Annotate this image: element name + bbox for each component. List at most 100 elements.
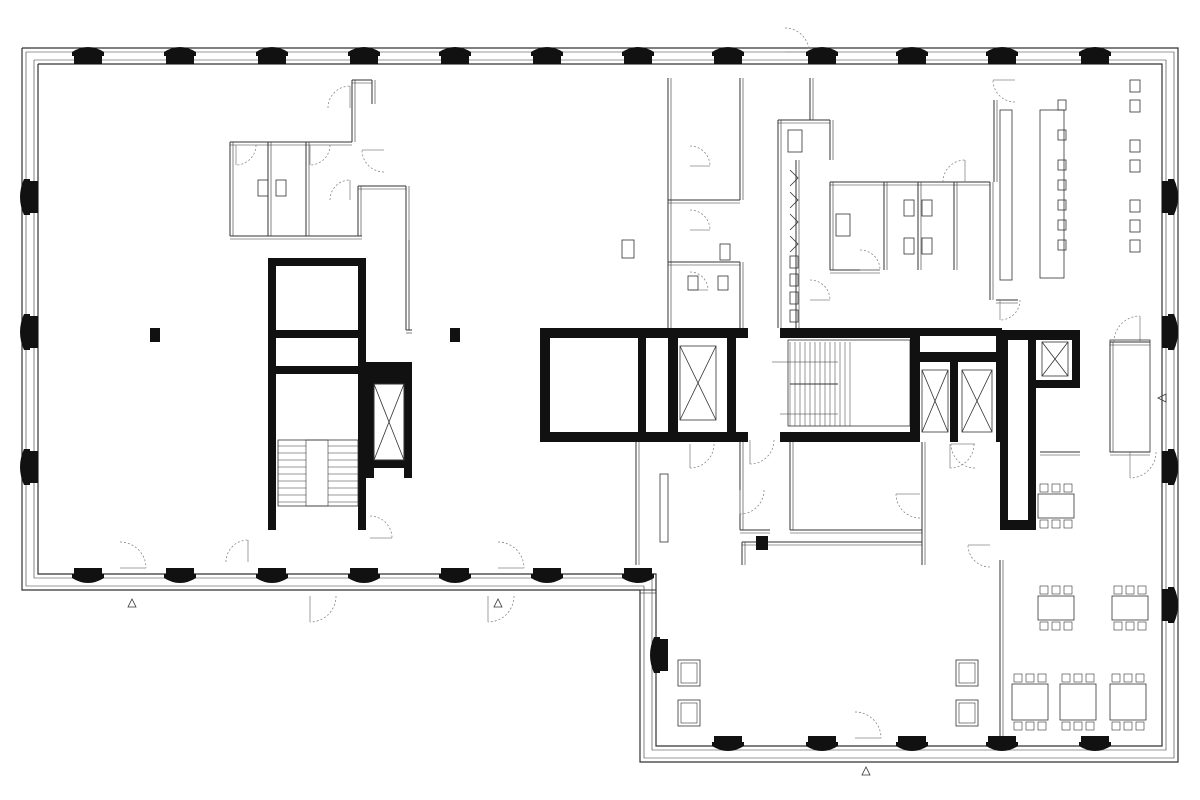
urinal-icon [789,213,799,231]
chair-icon [1061,721,1071,731]
armchair-icon [677,659,701,687]
door-swing-icon [859,249,881,271]
door-swing-icon [361,149,385,173]
pier-column-icon [624,54,652,64]
pier-column-icon [1162,181,1170,213]
pier-column-icon [660,639,668,671]
stair-icon [787,339,911,427]
door-swing-icon [119,541,147,569]
chair-icon [1039,519,1049,529]
core-wall [268,258,366,266]
chair-icon [1057,129,1067,141]
table-icon [1111,595,1149,621]
shaft-void [1008,340,1028,520]
chair-icon [1125,621,1135,631]
pier-column-icon [808,54,836,64]
door-swing-icon [895,493,921,519]
door-swing-icon [809,279,831,301]
core-wall [1030,380,1080,388]
pier-column-icon [30,316,38,348]
door-swing-icon [487,595,515,623]
pier-capital-icon [256,47,288,56]
wc-fixture-icon [275,179,287,197]
urinal-icon [789,191,799,209]
pier-column-icon [258,54,286,64]
door-swing-icon [235,144,257,166]
core-wall [1072,330,1080,388]
pier-column-icon [1162,316,1170,348]
pier-column-icon [258,568,286,578]
wc-fixture-icon [687,275,699,291]
triangle-entrance-icon [493,598,503,608]
pier-column-icon [898,54,926,64]
core-wall [268,330,366,338]
pier-column-icon [808,736,836,746]
pier-capital-icon [72,574,104,583]
table-icon [1109,683,1147,721]
wc-fixture-icon [921,237,933,255]
pier-column-icon [988,736,1016,746]
chair-icon [1039,585,1049,595]
chair-icon [1057,159,1067,171]
pier-capital-icon [164,574,196,583]
chair-icon [1057,239,1067,251]
counter [999,109,1013,281]
door-swing-icon [999,299,1021,321]
pier-column-icon [1162,451,1170,483]
chair-icon [1137,621,1147,631]
elevator-cross-icon [961,369,993,433]
door-swing-icon [1113,315,1141,343]
door-swing-icon [1129,451,1157,479]
elevator-door [374,468,404,478]
core-wall [950,362,958,442]
chair-icon [1085,721,1095,731]
chair-icon [1057,99,1067,111]
door-swing-icon [689,271,709,291]
armchair-seat [680,702,698,724]
chair-icon [1129,219,1141,233]
pier-capital-icon [712,47,744,56]
door-swing-icon [950,443,976,469]
chair-icon [1063,483,1073,493]
triangle-entrance-icon [1157,393,1167,403]
counter [1039,109,1065,279]
door-swing-icon [949,443,975,469]
chair-icon [1129,99,1141,113]
table-icon [1011,683,1049,721]
chair-icon [1057,179,1067,191]
elevator-cross-icon [921,369,949,433]
door-swings [119,27,1157,739]
pier-capital-icon [72,47,104,56]
wc-fixture-icon [719,243,731,261]
chair-icon [1013,721,1023,731]
pier-capital-icon [439,47,471,56]
door-swing-icon [749,439,775,465]
chair-icon [1111,721,1121,731]
table-icon [1037,493,1075,519]
chair-icon [1037,721,1047,731]
stair-landing [305,439,329,507]
pier-column-icon [533,568,561,578]
core-wall [910,328,920,442]
chair-icon [1135,721,1145,731]
door-swing-icon [689,209,711,231]
elevator-cab [961,369,993,433]
door-swing-icon [225,539,249,563]
core-wall [540,328,550,442]
elevator-cross-icon [679,345,717,421]
core-wall [780,328,910,338]
chair-icon [1057,199,1067,211]
wc-fixture-icon [789,255,799,269]
elevator-cross-icon [1041,341,1069,377]
chair-icon [1013,673,1023,683]
pier-capital-icon [622,574,654,583]
pier-column-icon [441,54,469,64]
wc-fixture-icon [903,237,915,255]
exterior-outer-line [21,47,1179,763]
chair-icon [1051,621,1061,631]
pier-column-icon [1162,589,1170,621]
pier-column-icon [714,736,742,746]
chair-icon [1073,673,1083,683]
armchair-icon [677,699,701,727]
